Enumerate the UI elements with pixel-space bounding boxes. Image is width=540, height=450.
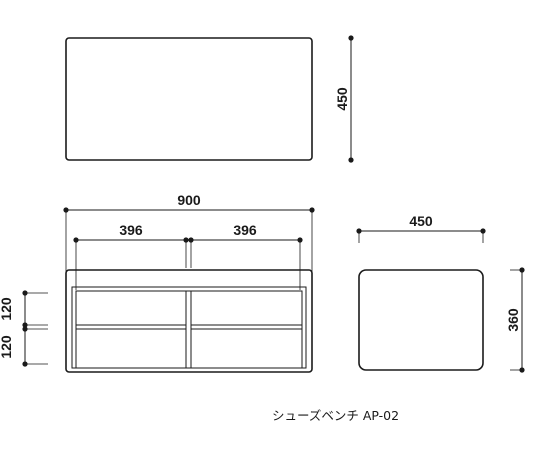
shelf-height-dimensions: 120 120 <box>0 290 48 367</box>
side-height-label: 360 <box>505 308 521 332</box>
side-view: 450 360 <box>356 213 525 373</box>
front-view: 900 396 396 <box>0 192 315 373</box>
front-opening-dimension-left: 396 <box>73 222 189 290</box>
top-view-outline <box>65 37 313 161</box>
top-depth-dimension: 450 <box>334 35 354 163</box>
dimension-dot <box>183 237 189 243</box>
front-width-dimension: 900 <box>63 192 315 272</box>
shelf-board-left <box>76 324 186 330</box>
side-height-dimension: 360 <box>505 267 525 373</box>
dimension-dot <box>297 237 303 243</box>
dimension-dot <box>22 361 28 367</box>
side-view-outline <box>358 269 484 371</box>
dimension-dot <box>519 267 525 273</box>
dimension-dot <box>73 237 79 243</box>
dimension-dot <box>348 35 354 41</box>
dimension-dot <box>480 228 486 234</box>
front-opening-dimension-right: 396 <box>188 222 303 290</box>
top-depth-label: 450 <box>334 87 350 111</box>
dimension-dot <box>22 326 28 332</box>
front-right-opening-label: 396 <box>233 222 257 238</box>
dimension-dot <box>309 207 315 213</box>
front-view-outline <box>65 269 313 373</box>
shelf-upper-label: 120 <box>0 297 14 321</box>
dimension-dot <box>22 290 28 296</box>
dimension-dot <box>188 237 194 243</box>
front-inner-frame <box>71 286 307 369</box>
shelf-board-right <box>191 324 302 330</box>
side-depth-label: 450 <box>409 213 433 229</box>
dimension-dot <box>63 207 69 213</box>
product-caption: シューズベンチ AP-02 <box>272 408 400 423</box>
front-left-opening-label: 396 <box>119 222 143 238</box>
dimension-dot <box>22 322 28 328</box>
top-view: 450 <box>65 35 354 163</box>
shelf-lower-label: 120 <box>0 335 14 359</box>
front-width-label: 900 <box>177 192 201 208</box>
dimension-dot <box>356 228 362 234</box>
dimension-dot <box>519 367 525 373</box>
side-depth-dimension: 450 <box>356 213 486 243</box>
dimension-dot <box>348 157 354 163</box>
